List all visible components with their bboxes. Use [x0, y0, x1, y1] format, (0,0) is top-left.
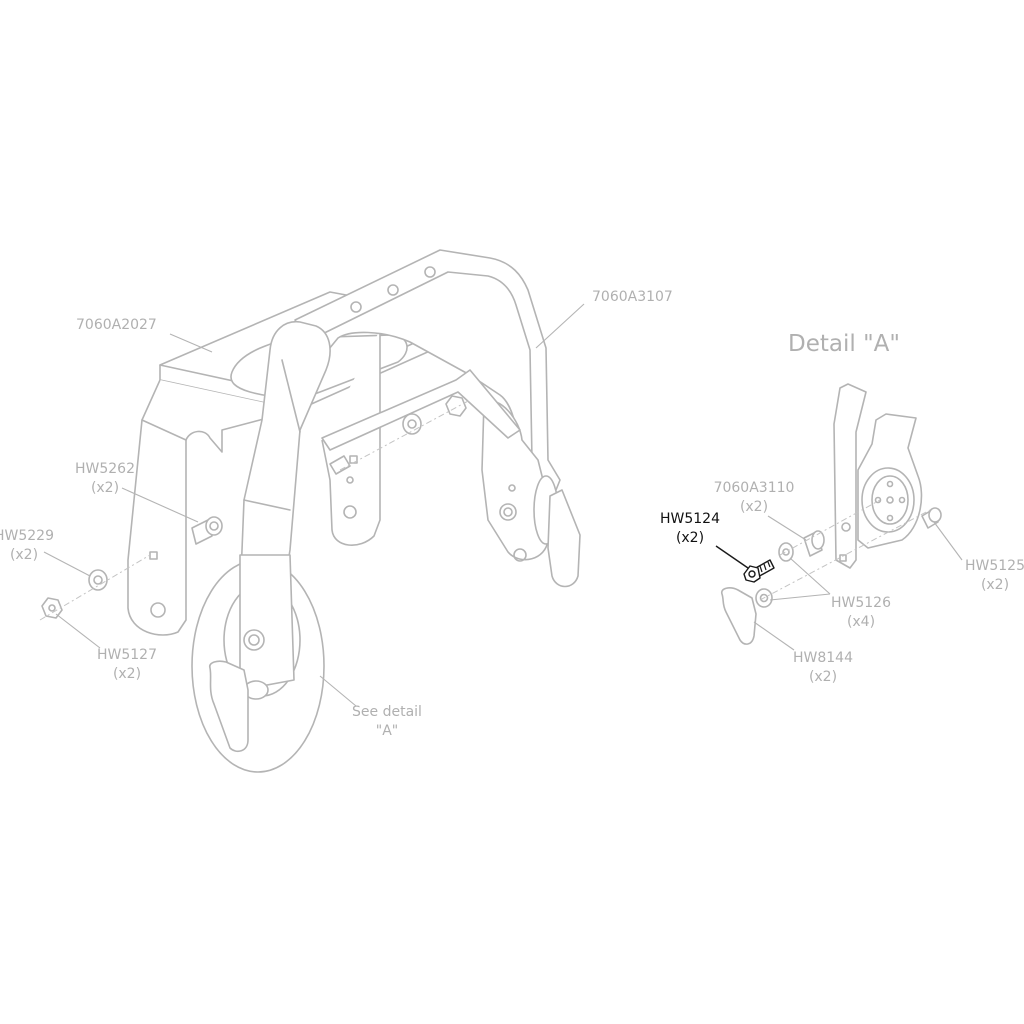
quantity: (x2) [90, 480, 120, 496]
part-number: 7060A2027 [76, 317, 157, 333]
part-number: 7060A3110 [713, 480, 795, 496]
quantity: (x2) [675, 530, 705, 546]
part-number: HW5124 [660, 511, 720, 527]
yoke-7060A3107 [239, 249, 581, 601]
quantity: (x2) [112, 666, 142, 682]
label-nut-left: HW5127 (x2) [92, 646, 162, 684]
quantity: (x2) [808, 669, 838, 685]
label-washer-detail: HW5126 (x4) [826, 594, 896, 632]
quantity: (x4) [846, 614, 876, 630]
left-wheel-assembly [191, 554, 325, 773]
part-number: HW5229 [0, 528, 54, 544]
part-number: 7060A3107 [592, 289, 673, 305]
rear-bolt-stack [329, 395, 471, 475]
part-number: HW5127 [97, 647, 157, 663]
part-number: HW5125 [965, 558, 1024, 574]
part-number: HW8144 [793, 650, 853, 666]
part-number: HW5126 [831, 595, 891, 611]
label-spacer: 7060A3110 (x2) [708, 479, 800, 517]
quantity: (x2) [739, 499, 769, 515]
label-washer-left: HW5229 (x2) [0, 527, 54, 565]
detail-a-title: Detail "A" [788, 331, 900, 357]
label-screw-right: HW5125 (x2) [962, 557, 1024, 595]
label-bolt-left: HW5262 (x2) [70, 460, 140, 498]
see-detail-text: See detail [352, 704, 422, 720]
detail-a-drawing [720, 383, 942, 645]
label-highlighted-screw: HW5124 (x2) [654, 510, 726, 548]
hw5124-screw [743, 559, 775, 583]
label-knob: HW8144 (x2) [788, 649, 858, 687]
label-frame: 7060A2027 [76, 316, 157, 335]
label-see-detail: See detail "A" [348, 703, 426, 741]
see-detail-ref: "A" [375, 723, 399, 739]
left-bolt-stack [39, 516, 223, 621]
label-yoke: 7060A3107 [592, 288, 673, 307]
quantity: (x2) [9, 547, 39, 563]
quantity: (x2) [980, 577, 1010, 593]
leader-lines [43, 303, 963, 707]
part-number: HW5262 [75, 461, 135, 477]
